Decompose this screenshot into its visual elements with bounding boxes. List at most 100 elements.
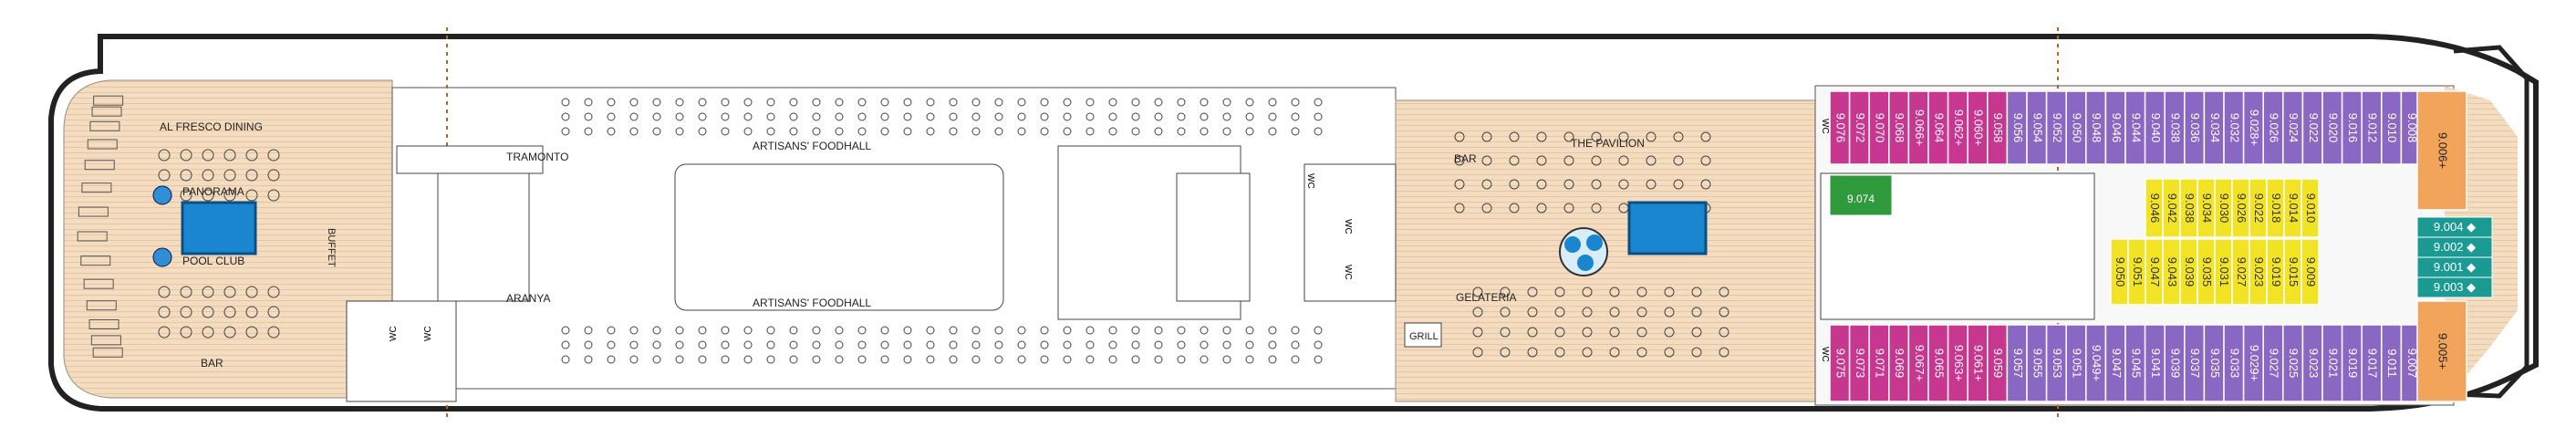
cabin-top-5[interactable]: 9.064 <box>1927 90 1949 165</box>
cabin-top-17[interactable]: 9.038 <box>2164 90 2186 165</box>
cabin-top-12[interactable]: 9.050 <box>2065 90 2087 165</box>
cabin-bottom-25[interactable]: 9.021 <box>2322 324 2343 402</box>
cabin-inner-bottom-9[interactable]: 9.019 <box>2266 238 2285 306</box>
cabin-inner-bottom-7-label: 9.027 <box>2235 257 2249 287</box>
cabin-top-24[interactable]: 9.022 <box>2301 90 2323 165</box>
cabin-bottom-23[interactable]: 9.025 <box>2282 324 2304 402</box>
cabin-top-15[interactable]: 9.044 <box>2124 90 2146 165</box>
cabin-bottom-3[interactable]: 9.069 <box>1888 324 1910 402</box>
suite-teal-2[interactable]: 9.001 ◆ <box>2416 256 2493 278</box>
cabin-top-14[interactable]: 9.046 <box>2104 90 2126 165</box>
cabin-inner-top-9-box[interactable] <box>2301 178 2320 238</box>
suite-orange-0[interactable]: 9.006+ <box>2416 90 2467 211</box>
cabin-inner-top-8[interactable]: 9.014 <box>2283 178 2302 238</box>
cabin-top-0[interactable]: 9.076 <box>1829 90 1851 165</box>
cabin-inner-top-3[interactable]: 9.034 <box>2197 178 2216 238</box>
suite-orange-1-box[interactable] <box>2416 300 2467 402</box>
cabin-bottom-12[interactable]: 9.051 <box>2065 324 2087 402</box>
cabin-bottom-27[interactable]: 9.017 <box>2361 324 2383 402</box>
suite-teal-3[interactable]: 9.003 ◆ <box>2416 276 2493 298</box>
cabin-bottom-17[interactable]: 9.039 <box>2164 324 2186 402</box>
cabin-bottom-7[interactable]: 9.061+ <box>1967 324 1989 402</box>
cabin-bottom-13[interactable]: 9.049+ <box>2085 324 2107 402</box>
cabin-top-28[interactable]: 9.010 <box>2381 90 2403 165</box>
cabin-top-23[interactable]: 9.024 <box>2282 90 2304 165</box>
cabin-inner-bottom-11-box[interactable] <box>2301 238 2320 306</box>
cabin-top-4[interactable]: 9.066+ <box>1907 90 1929 165</box>
cabin-bottom-10[interactable]: 9.055 <box>2026 324 2048 402</box>
cabin-bottom-4[interactable]: 9.067+ <box>1907 324 1929 402</box>
cabin-bottom-15[interactable]: 9.045 <box>2124 324 2146 402</box>
cabin-top-18[interactable]: 9.036 <box>2184 90 2206 165</box>
suite-teal-3-box[interactable] <box>2416 276 2493 298</box>
cabin-bottom-28[interactable]: 9.011 <box>2381 324 2403 402</box>
cabin-top-25[interactable]: 9.020 <box>2322 90 2343 165</box>
cabin-top-9[interactable]: 9.056 <box>2006 90 2028 165</box>
cabin-bottom-29[interactable]: 9.007 <box>2400 324 2422 402</box>
cabin-inner-top-2[interactable]: 9.038 <box>2179 178 2198 238</box>
cabin-bottom-5[interactable]: 9.065 <box>1927 324 1949 402</box>
cabin-top-7[interactable]: 9.060+ <box>1967 90 1989 165</box>
cabin-inner-top-1[interactable]: 9.042 <box>2162 178 2181 238</box>
cabin-inner-bottom-2[interactable]: 9.047 <box>2145 238 2164 306</box>
cabin-bottom-16[interactable]: 9.041 <box>2144 324 2166 402</box>
cabin-top-13[interactable]: 9.048 <box>2085 90 2107 165</box>
cabin-top-6[interactable]: 9.062+ <box>1947 90 1968 165</box>
cabin-inner-bottom-3[interactable]: 9.043 <box>2162 238 2181 306</box>
cabin-top-20[interactable]: 9.032 <box>2223 90 2245 165</box>
cabin-bottom-11[interactable]: 9.053 <box>2045 324 2067 402</box>
cabin-inner-top-5[interactable]: 9.026 <box>2231 178 2250 238</box>
cabin-inner-bottom-5[interactable]: 9.035 <box>2197 238 2216 306</box>
cabin-bottom-26[interactable]: 9.019 <box>2341 324 2363 402</box>
furniture-table-96 <box>789 98 798 107</box>
suite-teal-0[interactable]: 9.004 ◆ <box>2416 216 2493 238</box>
accessible-cabin[interactable] <box>1829 174 1893 216</box>
suite-teal-3-label: 9.003 ◆ <box>2434 280 2476 294</box>
cabin-bottom-19[interactable]: 9.035 <box>2203 324 2225 402</box>
cabin-bottom-20[interactable]: 9.033 <box>2223 324 2245 402</box>
cabin-top-3[interactable]: 9.068 <box>1888 90 1910 165</box>
cabin-top-29[interactable]: 9.008 <box>2400 90 2422 165</box>
cabin-top-11[interactable]: 9.052 <box>2045 90 2067 165</box>
cabin-bottom-14[interactable]: 9.047 <box>2104 324 2126 402</box>
cabin-top-27[interactable]: 9.012 <box>2361 90 2383 165</box>
cabin-inner-bottom-7[interactable]: 9.027 <box>2231 238 2250 306</box>
cabin-bottom-6[interactable]: 9.063+ <box>1947 324 1968 402</box>
cabin-bottom-8[interactable]: 9.059 <box>1987 324 2009 402</box>
cabin-top-21[interactable]: 9.028+ <box>2242 90 2264 165</box>
cabin-bottom-0[interactable]: 9.075 <box>1829 324 1851 402</box>
cabin-inner-top-6[interactable]: 9.022 <box>2249 178 2268 238</box>
cabin-top-26[interactable]: 9.016 <box>2341 90 2363 165</box>
furniture-table-31 <box>245 306 258 318</box>
cabin-inner-bottom-4[interactable]: 9.039 <box>2179 238 2198 306</box>
cabin-top-10[interactable]: 9.054 <box>2026 90 2048 165</box>
suite-orange-0-box[interactable] <box>2416 90 2467 211</box>
cabin-inner-bottom-6[interactable]: 9.031 <box>2214 238 2233 306</box>
cabin-inner-top-7[interactable]: 9.018 <box>2266 178 2285 238</box>
cabin-top-1[interactable]: 9.072 <box>1848 90 1870 165</box>
cabin-inner-bottom-1[interactable]: 9.051 <box>2127 238 2146 306</box>
furniture-table-272 <box>1563 131 1574 142</box>
cabin-top-8[interactable]: 9.058 <box>1987 90 2009 165</box>
suite-teal-1[interactable]: 9.002 ◆ <box>2416 236 2493 258</box>
cabin-bottom-18[interactable]: 9.037 <box>2184 324 2206 402</box>
cabin-bottom-9[interactable]: 9.057 <box>2006 324 2028 402</box>
cabin-inner-bottom-10[interactable]: 9.015 <box>2283 238 2302 306</box>
cabin-inner-bottom-8[interactable]: 9.023 <box>2249 238 2268 306</box>
cabin-bottom-22[interactable]: 9.027 <box>2262 324 2284 402</box>
cabin-top-22[interactable]: 9.026 <box>2262 90 2284 165</box>
cabin-inner-top-0[interactable]: 9.046 <box>2145 178 2164 238</box>
cabin-bottom-21[interactable]: 9.029+ <box>2242 324 2264 402</box>
furniture-table-23 <box>180 326 192 339</box>
cabin-top-19[interactable]: 9.034 <box>2203 90 2225 165</box>
cabin-bottom-24[interactable]: 9.023 <box>2301 324 2323 402</box>
cabin-inner-top-4[interactable]: 9.030 <box>2214 178 2233 238</box>
cabin-bottom-2[interactable]: 9.071 <box>1868 324 1890 402</box>
cabin-inner-bottom-0[interactable]: 9.050 <box>2110 238 2129 306</box>
cabin-top-16[interactable]: 9.040 <box>2144 90 2166 165</box>
cabin-bottom-1[interactable]: 9.073 <box>1848 324 1870 402</box>
cabin-inner-top-9[interactable]: 9.010 <box>2301 178 2320 238</box>
cabin-top-2[interactable]: 9.070 <box>1868 90 1890 165</box>
cabin-inner-bottom-11[interactable]: 9.009 <box>2301 238 2320 306</box>
suite-orange-1[interactable]: 9.005+ <box>2416 300 2467 402</box>
